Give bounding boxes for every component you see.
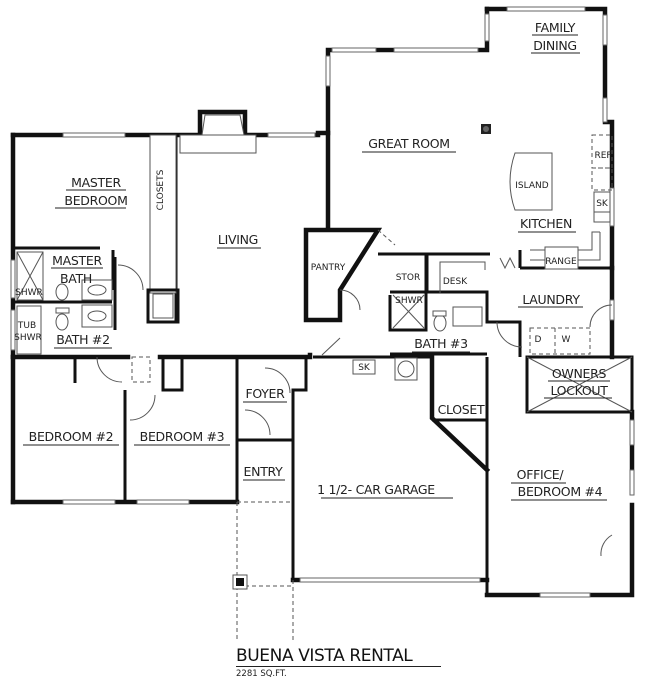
label-stor: STOR: [396, 273, 421, 283]
label-kitchen-sink: SK: [596, 199, 609, 209]
label-desk: DESK: [443, 277, 468, 287]
label-entry: ENTRY: [244, 464, 284, 479]
label-bath-3: BATH #3: [414, 336, 468, 351]
room-labels: FAMILY DINING GREAT ROOM ISLAND KITCHEN …: [14, 20, 612, 501]
label-living: LIVING: [218, 232, 258, 247]
label-office: OFFICE/: [517, 467, 565, 482]
doors: [96, 229, 613, 557]
windows: [10, 6, 635, 598]
label-master-bath-2: BATH: [60, 271, 92, 286]
label-ref: REF: [594, 151, 611, 161]
label-master-bedroom-2: BEDROOM: [64, 193, 127, 208]
label-master-shower: SHWR: [15, 288, 43, 298]
label-bath3-shower: SHWR: [395, 296, 423, 306]
label-bedroom-4: BEDROOM #4: [518, 484, 603, 499]
label-island: ISLAND: [515, 181, 548, 191]
label-garage-sink: SK: [358, 363, 371, 373]
label-lockout: LOCKOUT: [550, 383, 608, 398]
label-family: FAMILY: [535, 20, 576, 35]
label-kitchen: KITCHEN: [520, 216, 572, 231]
label-range: RANGE: [545, 257, 577, 267]
label-master-bath-1: MASTER: [52, 253, 102, 268]
label-laundry: LAUNDRY: [522, 292, 580, 307]
label-garage: 1 1/2- CAR GARAGE: [317, 482, 435, 497]
label-dining: DINING: [533, 38, 577, 53]
label-bedroom-3: BEDROOM #3: [140, 429, 225, 444]
label-tub: TUB: [17, 321, 36, 331]
label-owners: OWNERS: [552, 366, 607, 381]
label-foyer: FOYER: [245, 386, 285, 401]
plan-title: BUENA VISTA RENTAL: [236, 646, 441, 667]
label-master-bedroom-1: MASTER: [71, 175, 121, 190]
label-pantry: PANTRY: [311, 263, 346, 273]
label-dryer: D: [535, 335, 542, 345]
fixtures: [16, 114, 613, 640]
label-washer: W: [562, 335, 571, 345]
walls: [10, 6, 635, 598]
label-bedroom-2: BEDROOM #2: [29, 429, 114, 444]
label-bath-2: BATH #2: [56, 332, 110, 347]
label-closet: CLOSET: [438, 402, 485, 417]
label-closets: CLOSETS: [156, 169, 166, 210]
label-great-room: GREAT ROOM: [368, 136, 450, 151]
plan-area: 2281 SQ.FT.: [236, 669, 287, 679]
label-tub-shower: SHWR: [14, 333, 42, 343]
